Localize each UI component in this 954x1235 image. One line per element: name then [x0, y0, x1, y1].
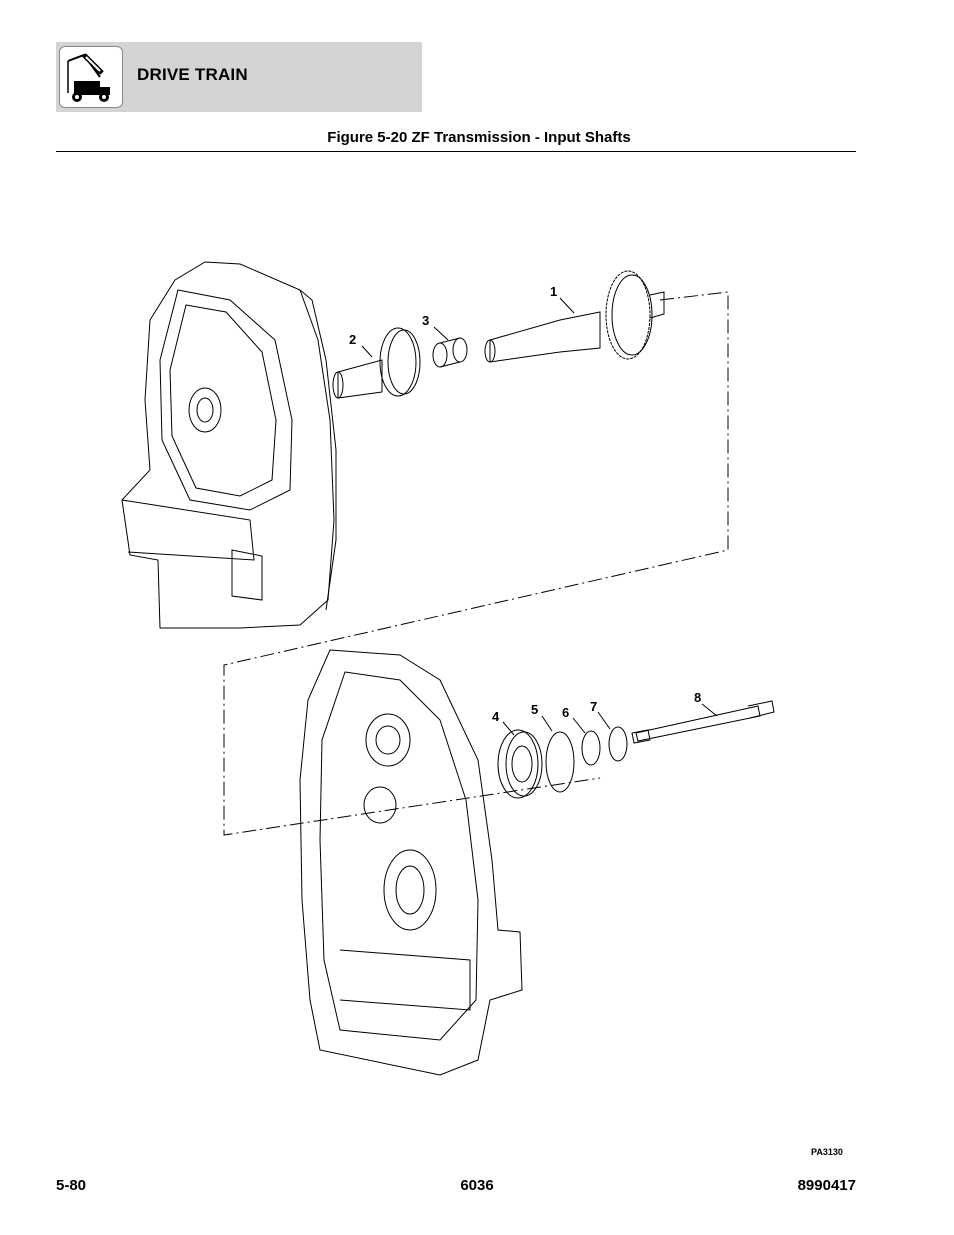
callout-7: 7	[590, 699, 597, 714]
part-6-ring	[581, 730, 601, 766]
callout-1: 1	[550, 284, 557, 299]
page-number: 5-80	[56, 1177, 87, 1194]
part-4-bearing	[497, 729, 543, 799]
figure-title: Figure 5-20 ZF Transmission - Input Shaf…	[327, 129, 631, 146]
part-5-snap-ring	[545, 731, 575, 793]
title-rule	[56, 151, 856, 152]
document-part-number: 8990417	[797, 1177, 856, 1194]
drive-train-icon	[59, 46, 123, 108]
section-header: DRIVE TRAIN	[56, 42, 422, 112]
part-1-input-shaft-gear	[484, 270, 665, 363]
illustration-id: PA3130	[811, 1147, 843, 1157]
callout-2: 2	[349, 332, 356, 347]
part-2-flange-shaft	[332, 327, 421, 399]
callout-3: 3	[422, 313, 429, 328]
model-number: 6036	[460, 1177, 494, 1194]
callout-6: 6	[562, 705, 569, 720]
part-3-bushing	[432, 337, 468, 368]
part-7-ring	[608, 726, 628, 762]
section-title: DRIVE TRAIN	[137, 65, 248, 84]
callout-5: 5	[531, 702, 538, 717]
part-8-shaft	[631, 700, 775, 744]
main-housing	[299, 649, 523, 1076]
callout-4: 4	[492, 709, 500, 724]
callout-8: 8	[694, 690, 701, 705]
rear-housing-cover	[121, 261, 337, 629]
